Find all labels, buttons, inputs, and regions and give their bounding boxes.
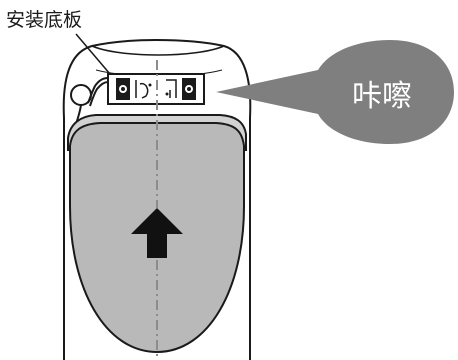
part-label: 安装底板 <box>6 9 82 31</box>
callout-bubble: 咔嚓 <box>216 40 454 144</box>
right-latch-icon <box>182 78 196 100</box>
left-latch-icon <box>116 78 130 100</box>
label-leader-line <box>75 33 111 75</box>
mounting-plate <box>107 73 205 105</box>
callout-text: 咔嚓 <box>352 79 412 114</box>
up-arrow-icon <box>131 208 183 258</box>
